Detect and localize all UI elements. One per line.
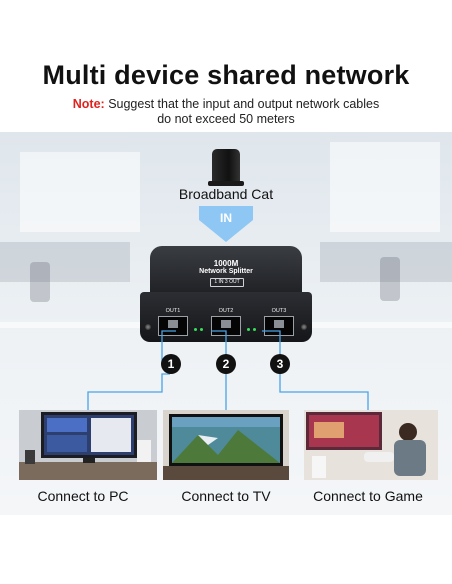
splitter-spec: 1 IN 3 OUT	[214, 279, 240, 285]
router-label: Broadband Cat	[178, 186, 274, 202]
note-line-2: do not exceed 50 meters	[157, 112, 295, 126]
router-icon	[212, 149, 240, 183]
caption-tv: Connect to TV	[181, 488, 271, 504]
output-badge-2: 2	[216, 354, 236, 374]
screw-icon	[145, 324, 151, 330]
screw-icon	[301, 324, 307, 330]
splitter-top	[150, 246, 302, 296]
input-label: IN	[220, 211, 232, 225]
port-label-out3: OUT3	[271, 308, 287, 314]
output-badge-1: 1	[161, 354, 181, 374]
caption-pc: Connect to PC	[37, 488, 129, 504]
input-arrow-icon	[199, 206, 253, 242]
note-line-1: Suggest that the input and output networ…	[104, 97, 380, 111]
note-label: Note:	[72, 97, 105, 111]
led-icon	[200, 328, 203, 331]
game-photo	[304, 410, 438, 480]
note: Note: Suggest that the input and output …	[0, 97, 452, 127]
router-base	[208, 181, 244, 186]
splitter-spec-box	[210, 278, 244, 287]
port-label-out2: OUT2	[218, 308, 234, 314]
pc-photo	[19, 410, 157, 480]
tv-photo	[163, 410, 289, 480]
led-icon	[247, 328, 250, 331]
caption-game: Connect to Game	[313, 488, 423, 504]
led-icon	[194, 328, 197, 331]
led-icon	[253, 328, 256, 331]
page-title: Multi device shared network	[42, 60, 410, 90]
splitter-name: Network Splitter	[199, 268, 253, 275]
port-label-out1: OUT1	[165, 308, 181, 314]
splitter-speed: 1000M	[213, 259, 239, 268]
output-badge-3: 3	[270, 354, 290, 374]
